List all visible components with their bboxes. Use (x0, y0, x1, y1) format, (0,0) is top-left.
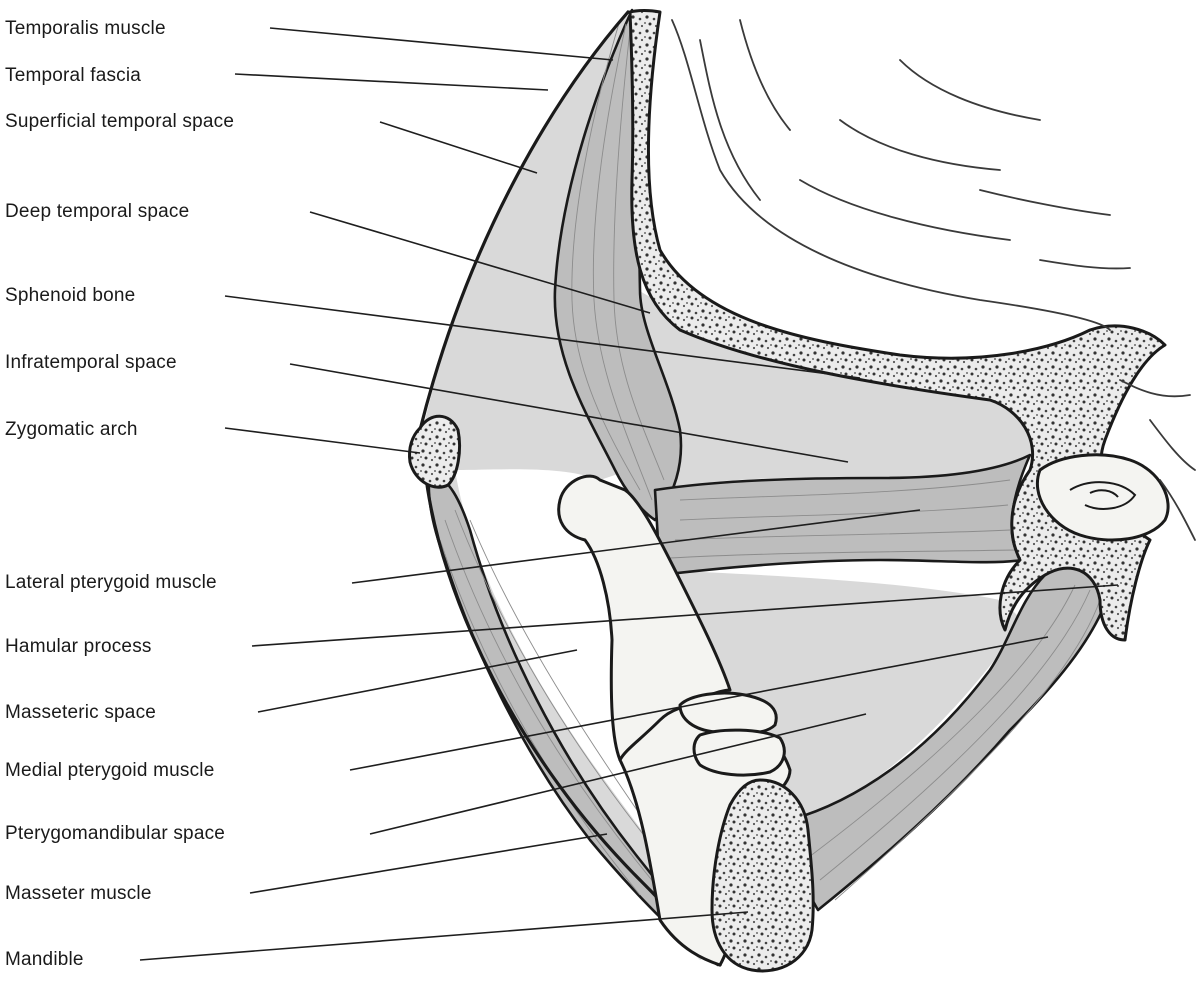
label-deep-temporal-space: Deep temporal space (5, 201, 190, 222)
pterygomandibular-space-region (660, 570, 1028, 820)
label-medial-pterygoid-muscle: Medial pterygoid muscle (5, 760, 215, 781)
label-hamular-process: Hamular process (5, 636, 152, 657)
label-temporal-fascia: Temporal fascia (5, 65, 142, 86)
lower-molar-shape (692, 728, 786, 777)
temporal-fascia-line (418, 10, 630, 432)
label-masseter-muscle: Masseter muscle (5, 883, 152, 904)
label-masseteric-space: Masseteric space (5, 702, 157, 723)
label-infratemporal-space: Infratemporal space (5, 352, 177, 373)
brain-contours (671, 19, 1196, 541)
label-superficial-temporal-space: Superficial temporal space (5, 111, 235, 132)
label-sphenoid-bone: Sphenoid bone (5, 285, 136, 306)
muscle-fibres (439, 19, 1101, 901)
label-mandible: Mandible (5, 949, 84, 970)
mandible-body-shape (710, 778, 815, 973)
label-pterygomandibular-space: Pterygomandibular space (5, 823, 226, 844)
condyle-shape (1035, 453, 1170, 542)
zygomatic-arch-shape (408, 414, 462, 489)
label-temporalis-muscle: Temporalis muscle (5, 18, 166, 39)
upper-molar-shape (678, 691, 778, 736)
label-zygomatic-arch: Zygomatic arch (5, 419, 138, 440)
label-lateral-pterygoid-muscle: Lateral pterygoid muscle (5, 572, 217, 593)
leader-lines (139, 27, 1119, 961)
sphenoid-bone-shape (628, 9, 1167, 642)
